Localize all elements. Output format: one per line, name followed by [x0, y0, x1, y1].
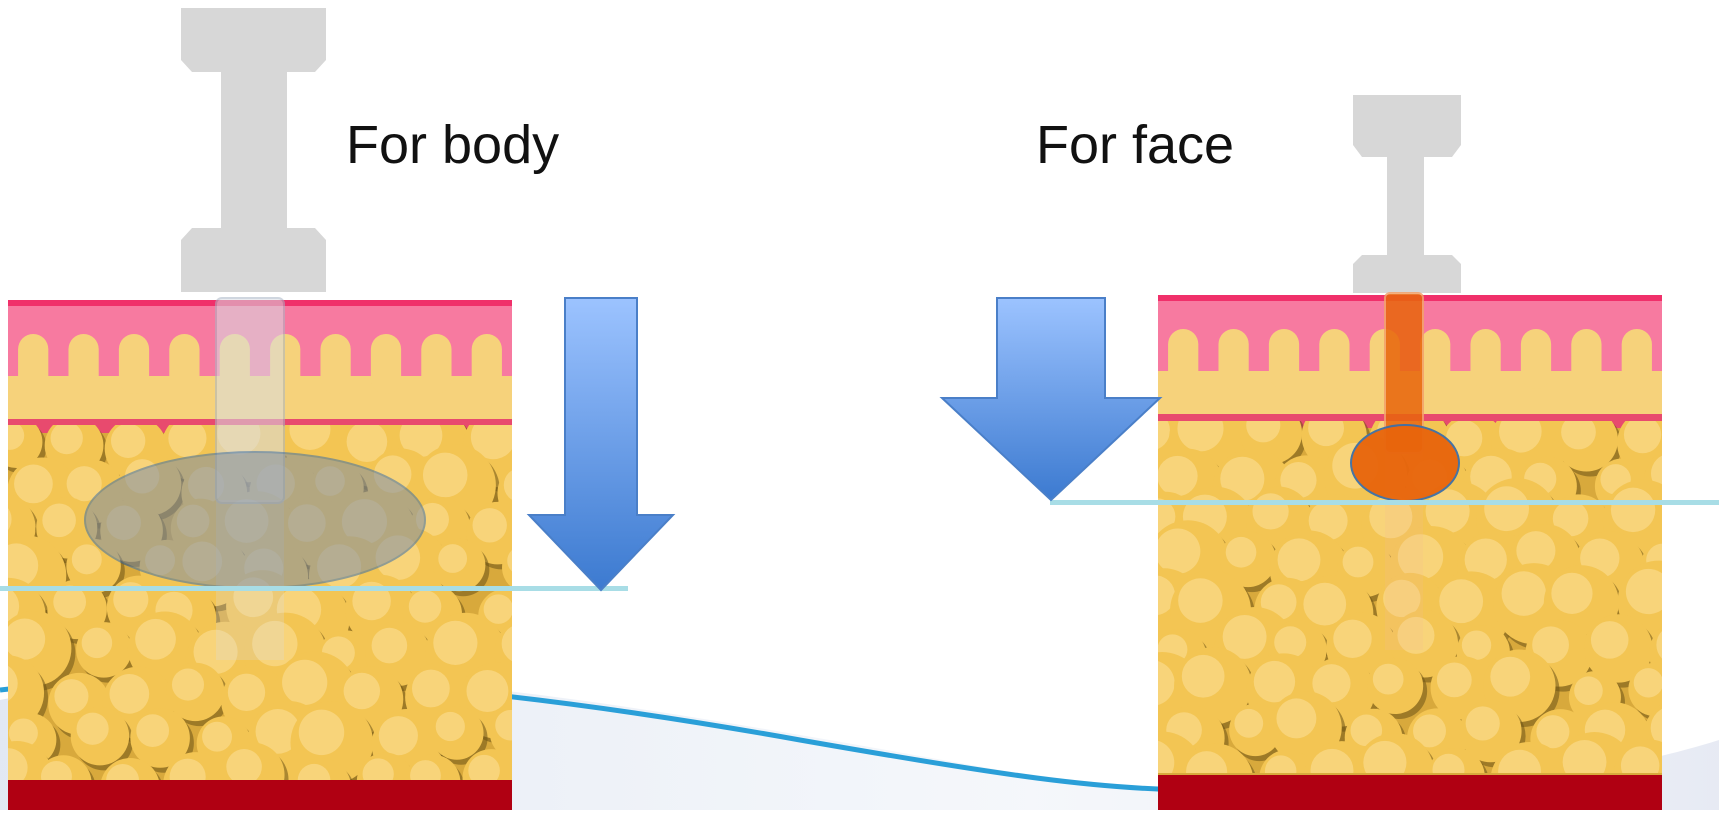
body-depth-arrow: [529, 298, 673, 590]
dermal-papilla: [421, 334, 451, 394]
fat-cell-highlight: [1591, 621, 1629, 659]
fat-cell-highlight: [82, 628, 113, 659]
fat-cell-highlight: [4, 619, 45, 660]
fat-cell-highlight: [226, 749, 262, 785]
fat-cell-highlight: [1551, 573, 1592, 614]
dermal-papilla: [320, 334, 350, 394]
fat-cell-highlight: [1343, 547, 1374, 578]
fat-cell-highlight: [1252, 493, 1288, 529]
fat-cell-highlight: [42, 504, 76, 538]
fat-cell-highlight: [436, 712, 465, 741]
fat-cell-highlight: [1303, 583, 1346, 626]
fat-cell-highlight: [172, 669, 204, 701]
fat-cell-highlight: [14, 465, 53, 504]
dermal-papilla: [1470, 329, 1500, 389]
fat-cell-highlight: [1226, 537, 1257, 568]
fat-cell-highlight: [412, 670, 450, 708]
dermal-papilla: [1420, 329, 1450, 389]
fat-cell-highlight: [1656, 625, 1695, 664]
fat-cell-highlight: [1462, 630, 1491, 659]
fat-cell-highlight: [1276, 698, 1316, 738]
fat-cell-highlight: [77, 713, 109, 745]
fat-cell-highlight: [228, 674, 265, 711]
fat-cell-highlight: [282, 660, 327, 705]
dermal-papilla: [1622, 329, 1652, 389]
dermal-papilla: [119, 334, 149, 394]
fat-cell-highlight: [51, 422, 83, 454]
face-depth-line: [1050, 500, 1719, 505]
dermal-papilla: [1521, 329, 1551, 389]
fat-cell-highlight: [109, 674, 149, 714]
face-focus-zone: [1351, 425, 1459, 501]
fat-cell-highlight: [507, 546, 536, 575]
fat-cell-highlight: [1626, 569, 1671, 614]
fat-cell-highlight: [1634, 668, 1663, 697]
fat-cell-highlight: [1274, 626, 1306, 658]
fat-cell-highlight: [438, 544, 467, 573]
fat-cell-highlight: [1466, 706, 1500, 740]
fat-cell-highlight: [473, 508, 507, 542]
fat-cell-highlight: [1437, 662, 1472, 697]
fat-cell-highlight: [202, 722, 232, 752]
fat-cell-highlight: [504, 468, 539, 503]
fat-cell-highlight: [299, 710, 344, 755]
dermal-papilla: [1319, 329, 1349, 389]
fat-cell-highlight: [1574, 676, 1603, 705]
label-for-face: For face: [1036, 118, 1234, 172]
fat-cell-highlight: [1490, 657, 1530, 697]
fat-cell-highlight: [379, 716, 418, 755]
dermal-papilla: [169, 334, 199, 394]
fat-cell-highlight: [1129, 660, 1175, 706]
fat-cell-highlight: [1439, 579, 1483, 623]
fat-cell-highlight: [1157, 456, 1197, 496]
fat-cell-highlight: [1484, 486, 1529, 531]
fat-cell-highlight: [484, 594, 514, 624]
fat-cell-highlight: [1373, 664, 1404, 695]
fat-cell-shadow: [1653, 623, 1719, 695]
dermal-papilla: [371, 334, 401, 394]
fat-cell-highlight: [1502, 571, 1547, 616]
fat-cell-highlight: [409, 590, 442, 623]
label-for-body: For body: [346, 118, 559, 172]
dermal-papilla: [472, 334, 502, 394]
fat-cell-highlight: [1155, 529, 1200, 574]
fat-cell-highlight: [466, 670, 508, 712]
fat-cell-highlight: [135, 619, 176, 660]
fat-cell-highlight: [1624, 416, 1661, 453]
fat-cell-highlight: [423, 453, 468, 498]
fat-cell-highlight: [433, 621, 477, 665]
fat-cell-highlight: [1234, 709, 1263, 738]
fat-cell-highlight: [1611, 488, 1655, 532]
fat-cell-highlight: [1178, 578, 1223, 623]
fat-cell-highlight: [136, 714, 169, 747]
fat-cell-highlight: [1182, 655, 1225, 698]
dermal-papilla: [1571, 329, 1601, 389]
muscle-layer: [1158, 775, 1662, 810]
fat-cell-highlight: [502, 624, 542, 664]
fat-cell-highlight: [372, 628, 408, 664]
fat-cell-highlight: [111, 424, 145, 458]
fat-cell-highlight: [54, 679, 88, 713]
body-applicator-handle: [181, 8, 326, 292]
fat-cell-highlight: [1536, 715, 1569, 748]
body-focus-zone: [85, 452, 425, 588]
dermal-papilla: [1269, 329, 1299, 389]
fat-cell-highlight: [1333, 620, 1371, 658]
dermal-papilla: [1168, 329, 1198, 389]
body-depth-line: [0, 586, 628, 591]
fat-cell-highlight: [1135, 575, 1175, 615]
dermal-papilla: [1218, 329, 1248, 389]
muscle-layer: [8, 780, 512, 810]
dermal-papilla: [68, 334, 98, 394]
fat-cell-highlight: [1278, 538, 1321, 581]
dermal-papilla: [18, 334, 48, 394]
face-depth-arrow: [942, 298, 1160, 500]
fat-cell-highlight: [72, 544, 102, 574]
face-applicator-handle: [1353, 95, 1461, 293]
fat-cell-highlight: [344, 673, 380, 709]
